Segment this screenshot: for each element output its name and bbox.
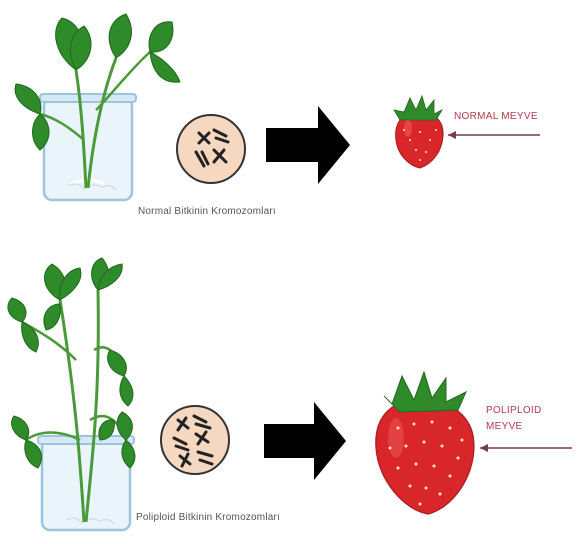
polyploid-fruit-label-line2: MEYVE [486,420,523,434]
polyploid-chromosome-caption: Poliploid Bitkinin Kromozomları [136,512,280,523]
polyploid-fruit-label-line1: POLIPLOID [486,404,542,418]
normal-fruit-label: NORMAL MEYVE [454,110,538,124]
polyploid-strawberry [376,372,474,514]
polyploid-plant [8,258,135,530]
polyploid-cell [161,406,229,474]
normal-strawberry [394,96,443,168]
normal-chromosome-caption: Normal Bitkinin Kromozomları [138,206,276,217]
normal-arrow [266,106,350,184]
normal-cell [177,115,245,183]
normal-plant [15,14,180,200]
polyploid-pointer-head [480,444,488,452]
normal-pointer-head [448,131,456,139]
polyploid-arrow [264,402,346,480]
